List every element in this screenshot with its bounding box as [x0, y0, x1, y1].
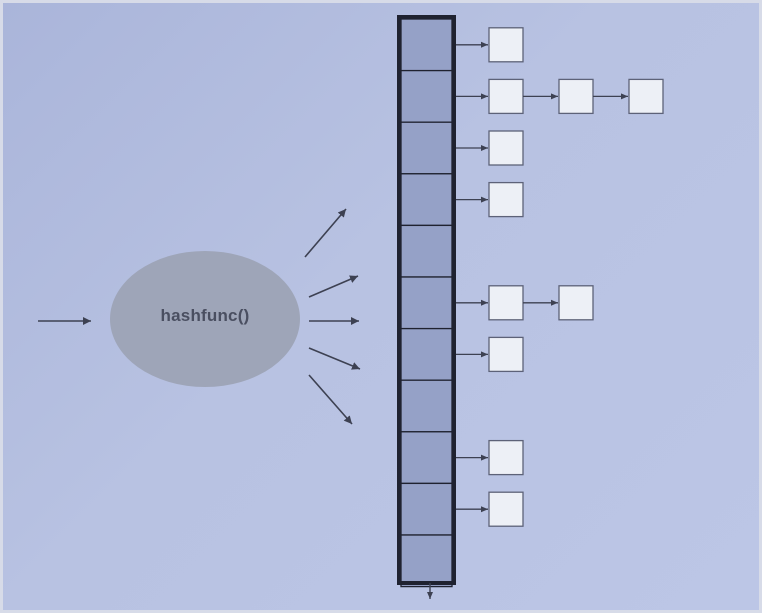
- chain-node: [488, 439, 524, 476]
- output-arrow: [308, 275, 359, 298]
- chain-node: [558, 285, 594, 321]
- bucket-cell: [400, 379, 453, 433]
- output-arrow: [304, 208, 347, 258]
- bucket-cell: [400, 224, 453, 278]
- output-arrows: [304, 208, 361, 425]
- diagram-canvas: [38, 15, 664, 599]
- chain-node: [558, 78, 594, 115]
- chain-node: [488, 285, 524, 321]
- chain-node: [488, 491, 524, 527]
- bucket-cell: [400, 18, 453, 72]
- bucket-cell: [400, 534, 453, 588]
- bucket-cell: [400, 173, 453, 227]
- output-arrow: [308, 374, 353, 425]
- bucket-array-border: [397, 15, 456, 585]
- bucket-cell: [400, 431, 453, 485]
- output-arrow: [308, 347, 361, 370]
- bucket-array: [400, 18, 453, 588]
- bucket-cell: [400, 69, 453, 123]
- chain-node: [488, 78, 524, 115]
- hash-function-label: hashfunc(): [160, 306, 250, 325]
- bucket-cell: [400, 327, 453, 381]
- hash-function-ellipse: [110, 251, 300, 387]
- bucket-cell: [400, 482, 453, 536]
- chain-node: [488, 27, 524, 63]
- chain-node: [628, 78, 664, 115]
- chain-node: [488, 130, 524, 166]
- bucket-cell: [400, 276, 453, 330]
- chain-node: [488, 336, 524, 373]
- bucket-cell: [400, 121, 453, 175]
- chain-node: [488, 181, 524, 218]
- bucket-chains: [456, 27, 664, 527]
